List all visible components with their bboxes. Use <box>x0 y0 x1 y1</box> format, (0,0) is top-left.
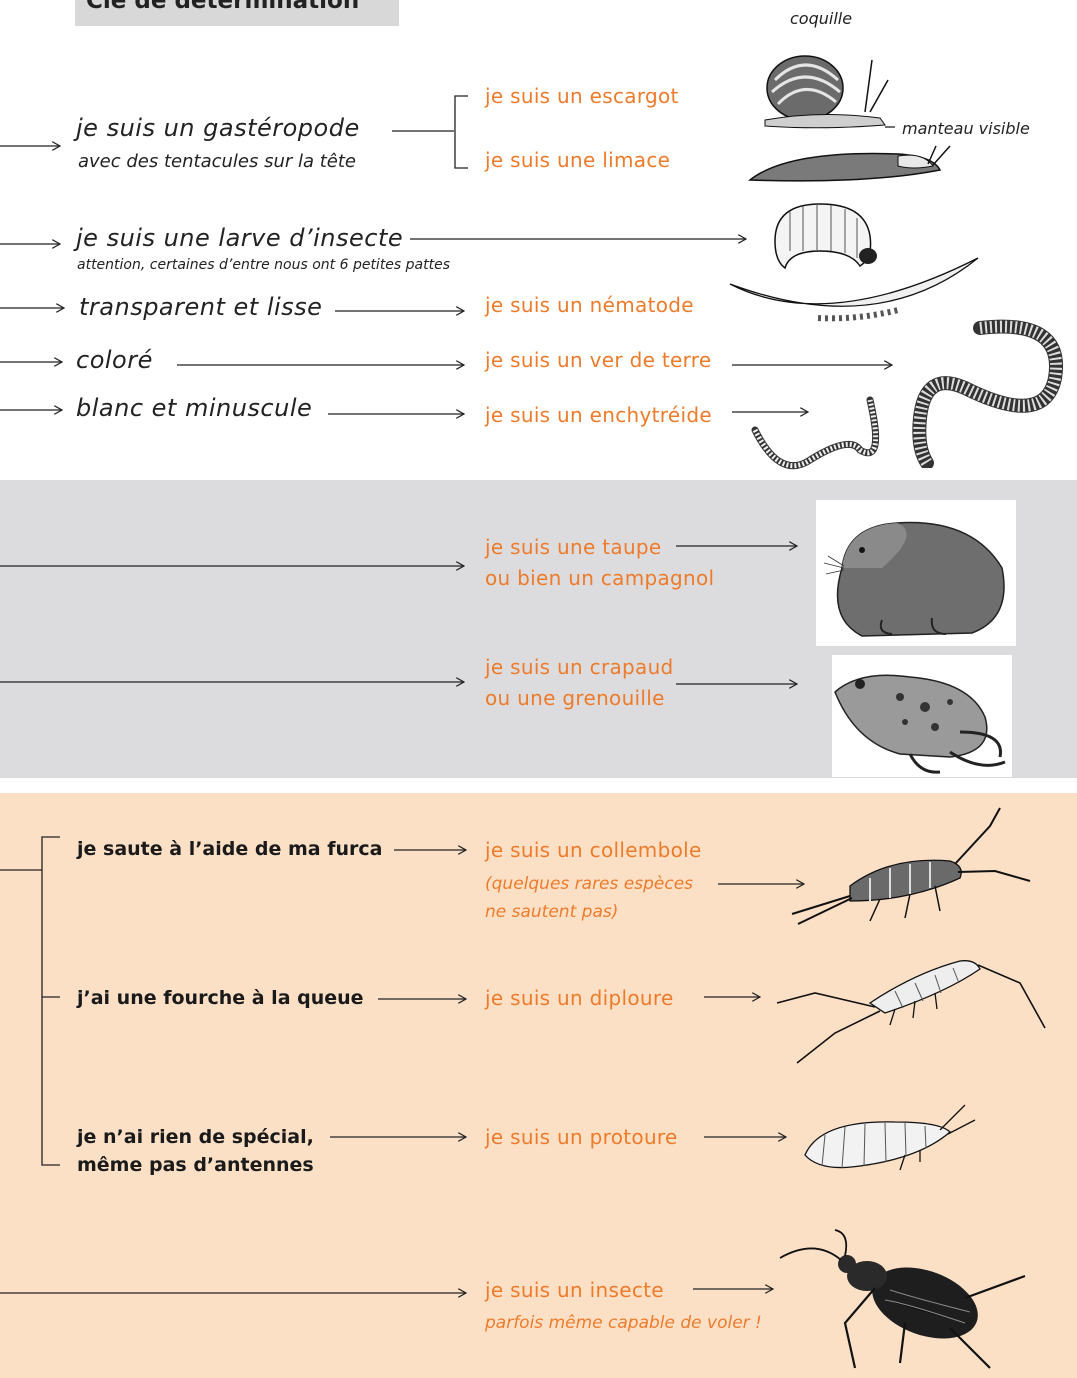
diplura-icon <box>775 943 1050 1068</box>
shell-caption: coquille <box>790 9 852 28</box>
vole-icon <box>822 508 1012 640</box>
result-nematode: je suis un nématode <box>485 293 694 317</box>
result-springtail-note-2: ne sautent pas) <box>485 902 618 922</box>
result-insect: je suis un insecte <box>485 1278 664 1302</box>
result-enchytraeid: je suis un enchytréide <box>485 403 712 427</box>
result-mole: je suis une taupe <box>485 535 662 559</box>
result-snail: je suis un escargot <box>485 84 679 108</box>
springtail-icon <box>790 806 1035 926</box>
result-springtail: je suis un collembole <box>485 838 702 862</box>
result-protura: je suis un protoure <box>485 1125 678 1149</box>
criterion-white: blanc et minuscule <box>76 394 312 422</box>
criterion-nothing-line1: je n’ai rien de spécial, <box>77 1126 314 1148</box>
criterion-nothing-line2: même pas d’antennes <box>77 1154 314 1176</box>
snail-icon <box>760 40 900 135</box>
result-insect-note: parfois même capable de voler ! <box>485 1313 762 1333</box>
frog-icon <box>830 662 1010 777</box>
result-diplura: je suis un diploure <box>485 986 674 1010</box>
earthworm-icon <box>905 318 1075 468</box>
criterion-gastropod-sub: avec des tentacules sur la tête <box>78 151 356 172</box>
result-slug: je suis une limace <box>485 148 670 172</box>
criterion-gastropod: je suis un gastéropode <box>76 114 360 142</box>
criterion-larva-sub: attention, certaines d’entre nous ont 6 … <box>77 257 450 273</box>
enchytraeid-icon <box>750 390 890 475</box>
result-toad: je suis un crapaud <box>485 655 674 679</box>
protura-icon <box>800 1100 980 1175</box>
result-frog: ou une grenouille <box>485 686 665 710</box>
slug-icon <box>748 140 958 188</box>
criterion-fork: j’ai une fourche à la queue <box>77 987 364 1009</box>
result-springtail-note-1: (quelques rares espèces <box>485 874 693 894</box>
criterion-larva: je suis une larve d’insecte <box>76 224 403 252</box>
beetle-icon <box>775 1228 1030 1376</box>
criterion-furca: je saute à l’aide de ma furca <box>77 838 382 860</box>
criterion-transparent: transparent et lisse <box>79 293 322 321</box>
result-earthworm: je suis un ver de terre <box>485 348 711 372</box>
mantle-caption: manteau visible <box>902 119 1030 138</box>
criterion-colored: coloré <box>76 346 153 374</box>
result-vole: ou bien un campagnol <box>485 566 714 590</box>
